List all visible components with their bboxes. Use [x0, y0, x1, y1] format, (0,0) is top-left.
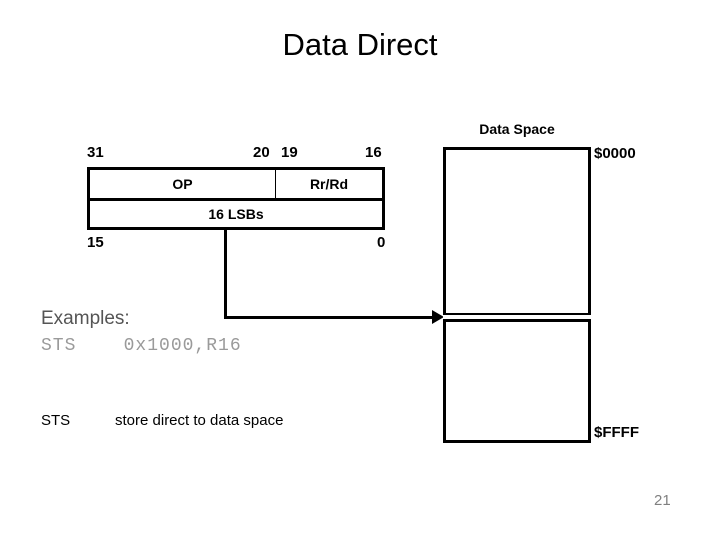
address-label-bottom: $FFFF [594, 424, 639, 441]
bit-label-0: 0 [377, 234, 386, 251]
data-space-box [443, 147, 591, 443]
legend-description: store direct to data space [115, 412, 284, 429]
instruction-legend-row: STS store direct to data space [41, 412, 421, 432]
bit-label-16: 16 [365, 144, 382, 161]
examples-code-line: STS 0x1000,R16 [41, 336, 242, 356]
field-op: OP [90, 170, 276, 198]
data-space-target-cell [443, 313, 591, 322]
address-label-top: $0000 [594, 145, 636, 162]
legend-mnemonic: STS [41, 412, 71, 429]
connector-horizontal-line [224, 316, 440, 319]
field-register: Rr/Rd [309, 176, 349, 192]
instruction-word-diagram: 31 20 19 16 OP Rr/Rd 16 LSBs 15 0 [87, 145, 387, 255]
connector-arrowhead-icon [432, 310, 444, 324]
instruction-word-box: OP Rr/Rd 16 LSBs [87, 167, 385, 230]
bit-label-19: 19 [281, 144, 298, 161]
field-low-word: 16 LSBs [208, 206, 264, 222]
bit-label-15: 15 [87, 234, 104, 251]
page-title: Data Direct [282, 27, 438, 62]
data-space-label: Data Space [479, 121, 555, 137]
connector-vertical-line [224, 230, 227, 318]
bit-label-31: 31 [87, 144, 104, 161]
examples-heading: Examples: [41, 308, 130, 329]
page-number: 21 [654, 492, 671, 509]
bit-label-20: 20 [253, 144, 270, 161]
instruction-upper-row: OP Rr/Rd [90, 170, 382, 201]
